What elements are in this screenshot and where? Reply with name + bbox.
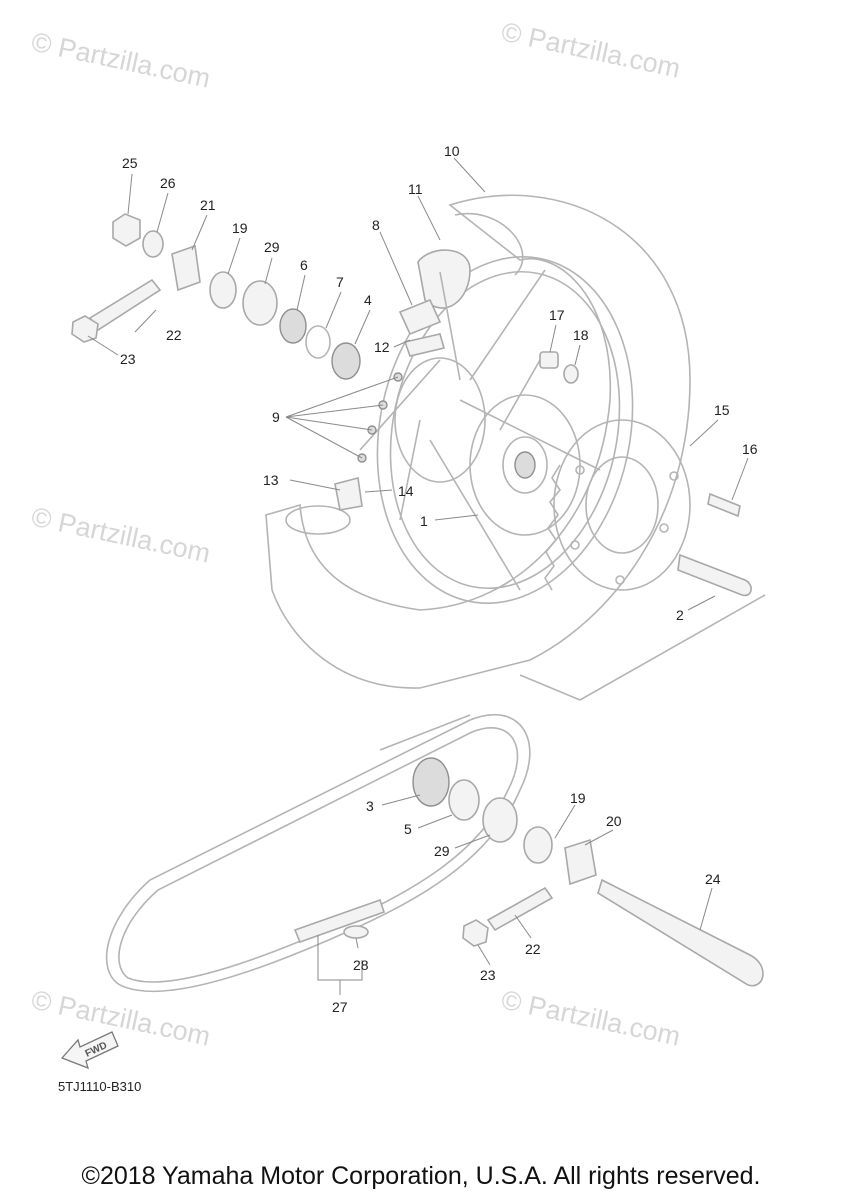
seal-29 [482,797,518,843]
rim-lock [403,333,445,357]
callout-7: 7 [336,274,344,290]
tire [265,194,691,689]
valve-cap [334,476,363,511]
nut-25 [112,213,141,247]
callout-13: 13 [263,472,279,488]
bearing-3 [412,757,450,807]
collar-19 [523,826,553,864]
watermark-text: © Partzilla.com [499,985,683,1052]
bearing-6 [279,308,307,344]
bearing-4 [331,342,361,380]
nut-23 [462,919,489,947]
callout-4: 4 [364,292,372,308]
axle-24 [597,878,764,987]
sprocket-hole [570,540,580,550]
sprocket-center [585,456,659,554]
sprocket-hole [575,465,585,475]
chain-joint-27 [293,898,386,944]
hub-center [502,436,548,494]
outline-corner [519,594,766,701]
tire-edge [454,212,524,276]
callout-16: 16 [742,441,758,457]
collar-19 [209,271,237,309]
adjuster-20 [564,838,597,886]
callout-19: 19 [232,220,248,236]
tube-valve [417,249,471,309]
callout-1: 1 [420,513,428,529]
spacer-5 [448,779,480,821]
clip-28 [343,925,369,939]
chain-assembly [105,714,764,993]
adjuster-21 [171,244,201,292]
callout-12: 12 [374,339,390,355]
fwd-arrow-icon: FWD [60,1031,119,1070]
callout-9: 9 [272,409,280,425]
watermark-text: © Partzilla.com [29,27,213,94]
callout-19: 19 [570,790,586,806]
callout-11: 11 [408,181,423,197]
callout-20: 20 [606,813,622,829]
seal-29 [242,280,278,326]
callout-28: 28 [353,957,369,973]
callout-10: 10 [444,143,460,159]
callout-18: 18 [573,327,589,343]
nut [539,351,559,369]
wheel-assembly-drawing [265,194,766,701]
callout-24: 24 [705,871,721,887]
watermark-text: © Partzilla.com [29,502,213,569]
callout-5: 5 [404,821,412,837]
watermarks: © Partzilla.com © Partzilla.com © Partzi… [29,17,683,1052]
circlip-7 [305,325,331,359]
diagram-code: 5TJ1110-B310 [58,1079,141,1094]
washer [563,364,579,384]
callout-25: 25 [122,155,138,171]
outline-link [379,714,471,751]
bolt-22 [486,886,554,932]
callout-2: 2 [676,607,684,623]
hub-left-flange [394,357,486,483]
sprocket-teeth [544,464,561,591]
callout-27: 27 [332,999,348,1015]
callout-8: 8 [372,217,380,233]
rim [376,256,634,604]
collar [677,553,752,597]
sprocket-bolt [707,492,741,518]
callout-29: 29 [264,239,280,255]
callout-23: 23 [480,967,496,983]
callout-3: 3 [366,798,374,814]
callout-21: 21 [200,197,216,213]
callout-6: 6 [300,257,308,273]
callout-labels: 25 26 21 19 29 6 7 4 22 23 10 11 8 12 9 … [120,143,758,1015]
copyright-notice: ©2018 Yamaha Motor Corporation, U.S.A. A… [82,1162,761,1190]
sprocket [553,419,691,591]
washer-26 [142,230,164,258]
callout-15: 15 [714,402,730,418]
tire-bead [285,505,351,535]
leader-lines [87,157,749,995]
nut-23 [71,315,99,343]
callout-29: 29 [434,843,450,859]
watermark-text: © Partzilla.com [499,17,683,84]
sprocket-hole [659,523,669,533]
callout-17: 17 [549,307,565,323]
callout-26: 26 [160,175,176,191]
axle-side-parts-top [71,213,361,380]
bolt-22 [88,278,162,332]
callout-14: 14 [398,483,414,499]
hub-bore [514,451,536,479]
rim-band [398,298,442,336]
callout-22: 22 [166,327,182,343]
sprocket-hole [615,575,625,585]
hub-right-flange [469,394,581,536]
sprocket-hole [669,471,679,481]
callout-23: 23 [120,351,136,367]
watermark-text: © Partzilla.com [29,985,213,1052]
callout-22: 22 [525,941,541,957]
